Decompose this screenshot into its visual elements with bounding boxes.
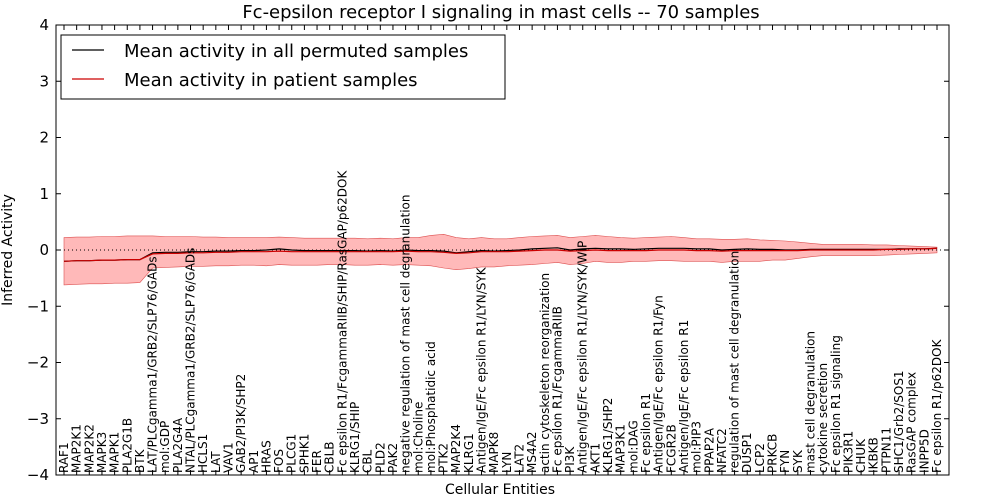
category-label: mast cell degranulation [804, 331, 818, 473]
category-label: KLRG1/SHIP [348, 402, 362, 473]
y-tick-label: −4 [27, 466, 49, 484]
legend-label-patient: Mean activity in patient samples [124, 70, 418, 91]
category-label: MAP3K1 [614, 424, 628, 473]
category-label: MAP2K1 [70, 424, 84, 473]
category-label: PLD2 [373, 442, 387, 473]
category-label: PLCG1 [285, 434, 299, 473]
category-label: mol:Choline [411, 402, 425, 473]
category-label: BTK [133, 448, 147, 473]
category-label: PRKCB [766, 434, 780, 473]
y-tick-label: 4 [39, 16, 49, 34]
category-label: NFATC2 [715, 428, 729, 473]
y-tick-label: 3 [39, 72, 49, 90]
category-label: actin cytoskeleton reorganization [538, 273, 552, 473]
category-label: CBLB [323, 441, 337, 473]
category-label: mol:DAG [626, 420, 640, 473]
category-label: MAP2K4 [449, 424, 463, 473]
y-tick-label: 0 [39, 241, 49, 259]
category-label: negative regulation of mast cell degranu… [399, 194, 413, 473]
category-label: FCGR2B [664, 424, 678, 473]
category-label: PI3K [563, 446, 577, 473]
category-label: PIK3R1 [841, 431, 855, 473]
y-tick-label: −3 [27, 410, 49, 428]
category-label: cytokine secretion [816, 363, 830, 473]
category-label: Fc epsilon R1 [639, 393, 653, 473]
category-label: Fc epsilon R1 signaling [829, 335, 843, 473]
category-label: Antigen/IgE/Fc epsilon R1/Fyn [652, 295, 666, 473]
category-label: LAT2 [513, 444, 527, 473]
category-label: LCP2 [753, 443, 767, 473]
category-label: AKT1 [588, 443, 602, 473]
y-tick-label: −1 [27, 297, 49, 315]
y-tick-label: −2 [27, 354, 49, 372]
category-label: mol:PIP3 [690, 421, 704, 473]
series-line-patient [63, 247, 938, 262]
legend-box [60, 34, 506, 100]
category-label: Antigen/IgE/Fc epsilon R1/LYN/SYK/WIP [576, 241, 590, 473]
category-label: PLA2G1B [120, 418, 134, 473]
category-label: PTK2 [437, 443, 451, 473]
category-label: SHC1/Grb2/SOS1 [892, 370, 906, 473]
chart-title: Fc-epsilon receptor I signaling in mast … [242, 2, 759, 23]
category-label: LAT [209, 451, 223, 473]
category-label: KLRG1/SHP2 [601, 398, 615, 473]
y-axis-label: Inferred Activity [0, 194, 16, 306]
x-axis: RAF1MAP2K1MAP2K2MAPK3MAPK1PLA2G1BBTKLAT/… [57, 25, 944, 475]
category-label: MAP2K2 [82, 424, 96, 473]
category-label: PAK2 [386, 443, 400, 473]
category-label: IKBKB [867, 437, 881, 473]
category-label: CBL [361, 449, 375, 473]
category-label: AP1 [247, 450, 261, 473]
category-label: HCLS1 [196, 434, 210, 473]
category-label: LAT/PLCgamma1/GRB2/SLP76/GADs [146, 256, 160, 473]
category-label: PTPN11 [879, 427, 893, 473]
category-label: Fc epsilon R1/p62DOK [930, 338, 944, 473]
category-label: Antigen/IgE/Fc epsilon R1 [677, 320, 691, 473]
category-label: PPAP2A [702, 427, 716, 473]
category-label: mol:GDP [158, 421, 172, 473]
plot-area [56, 233, 949, 286]
category-label: mol:Phosphatidic acid [424, 341, 438, 473]
confidence-band [63, 233, 938, 286]
category-label: CHUK [854, 438, 868, 473]
category-label: FOS [272, 449, 286, 473]
category-label: KLRG1 [462, 433, 476, 473]
y-tick-label: 1 [39, 185, 49, 203]
y-tick-label: 2 [39, 129, 49, 147]
category-label: INPP5D [917, 429, 931, 473]
category-label: RasGAP complex [905, 372, 919, 473]
category-label: MAPK8 [487, 432, 501, 473]
category-label: DUSP1 [740, 432, 754, 473]
category-label: SPHK1 [297, 434, 311, 473]
category-label: MS4A2 [525, 432, 539, 473]
category-label: GAB2/PI3K/SHP2 [234, 374, 248, 473]
category-label: Fc epsilon R1/FcgammaRIIB [550, 306, 564, 473]
category-label: RAF1 [57, 442, 71, 473]
category-label: Antigen/IgE/Fc epsilon R1/LYN/SYK [475, 266, 489, 473]
category-label: NTAL/PLCgamma1/GRB2/SLP76/GADs [184, 248, 198, 473]
category-label: PLA2G4A [171, 417, 185, 473]
category-label: HRAS [259, 440, 273, 473]
category-label: FYN [778, 450, 792, 473]
category-label: Fc epsilon R1/FcgammaRIIB/SHIP/RasGAP/p6… [335, 170, 349, 473]
y-axis: −4 −3 −2 −1 0 1 2 3 4 [27, 16, 949, 484]
legend: Mean activity in all permuted samples Me… [60, 34, 506, 100]
category-label: MAPK1 [108, 432, 122, 473]
x-axis-label: Cellular Entities [445, 482, 555, 498]
category-label: SYK [791, 449, 805, 473]
category-label: VAV1 [222, 442, 236, 473]
category-label: regulation of mast cell degranulation [728, 251, 742, 473]
category-label: MAPK3 [95, 432, 109, 473]
legend-label-permuted: Mean activity in all permuted samples [124, 41, 468, 62]
category-label: FER [310, 450, 324, 473]
category-label: LYN [500, 452, 514, 473]
